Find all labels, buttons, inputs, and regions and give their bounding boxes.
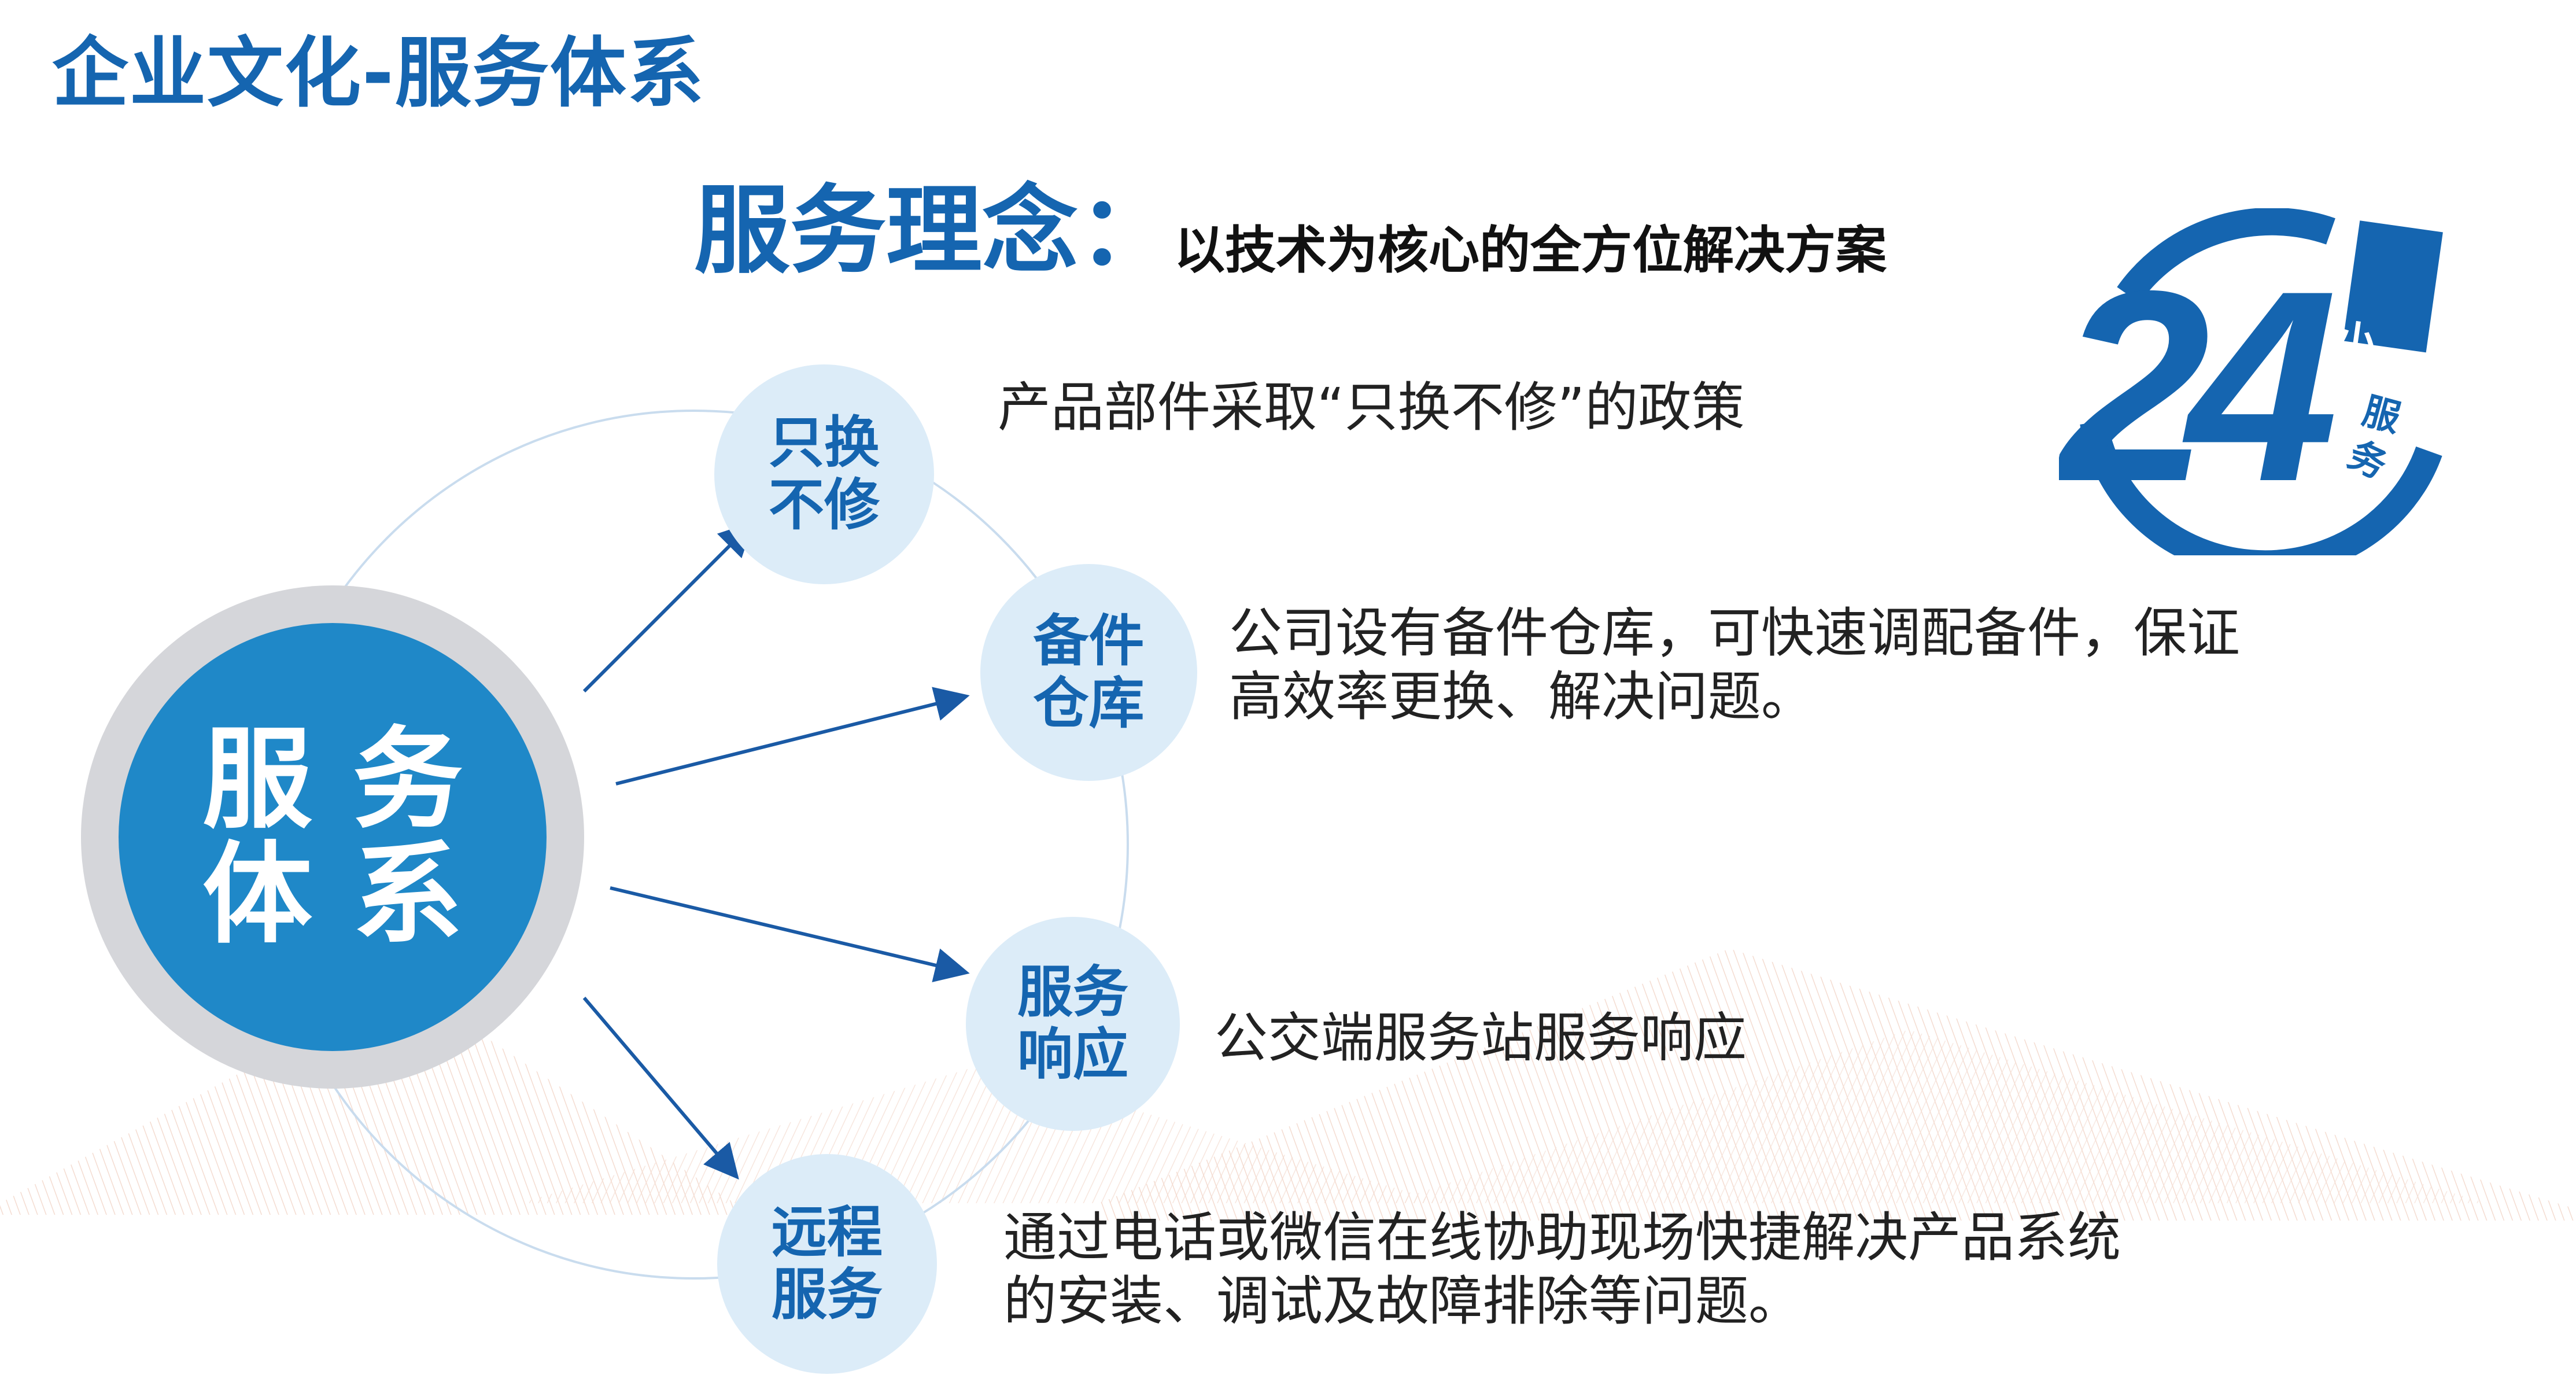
- node-label-line2: 服务: [772, 1262, 883, 1327]
- desc-line1: 公司设有备件仓库，可快速调配备件，保证: [1229, 602, 2241, 664]
- hub-text-line1: 服务: [202, 715, 503, 843]
- 24-hour-badge: 24 小时 服 务: [2059, 208, 2443, 555]
- arrow-to-item-2: [615, 687, 970, 786]
- hub-circle: 服务 体系: [119, 623, 547, 1051]
- node-remote-service: 远程 服务: [717, 1154, 937, 1374]
- item-2-description: 公司设有备件仓库，可快速调配备件，保证 高效率更换、解决问题。: [1229, 602, 2240, 729]
- desc-line2: 高效率更换、解决问题。: [1229, 666, 1815, 728]
- item-4-description: 通过电话或微信在线协助现场快捷解决产品系统 的安装、调试及故障排除等问题。: [1003, 1206, 2121, 1334]
- badge-top-text: 小时: [2319, 316, 2379, 405]
- node-label-line1: 只换: [769, 410, 880, 475]
- desc-line1: 产品部件采取“只换不修”的政策: [998, 377, 1745, 438]
- concept-text: 以技术为核心的全方位解决方案: [1174, 220, 1887, 280]
- desc-line2: 的安装、调试及故障排除等问题。: [1003, 1270, 1802, 1333]
- node-label-line2: 响应: [1017, 1022, 1128, 1087]
- item-1-description: 产品部件采取“只换不修”的政策: [998, 376, 1744, 440]
- item-3-description: 公交端服务站服务响应: [1215, 1007, 1747, 1070]
- arrow-to-item-3: [610, 886, 970, 983]
- desc-line1: 通过电话或微信在线协助现场快捷解决产品系统: [1003, 1207, 2121, 1269]
- hub-text-line2: 体系: [202, 831, 503, 959]
- node-label-line1: 远程: [772, 1200, 883, 1265]
- desc-line1: 公交端服务站服务响应: [1215, 1007, 1747, 1069]
- node-label-line1: 备件: [1033, 608, 1145, 673]
- arrow-to-item-1: [582, 521, 754, 693]
- node-spare-warehouse: 备件 仓库: [980, 564, 1197, 781]
- concept-label: 服务理念：: [694, 175, 1174, 287]
- badge-number: 24: [2059, 234, 2335, 538]
- node-label-line2: 仓库: [1033, 670, 1145, 736]
- node-swap-not-repair: 只换 不修: [714, 364, 934, 584]
- arrow-to-item-4: [582, 997, 739, 1180]
- node-label-line1: 服务: [1017, 960, 1128, 1025]
- page-title: 企业文化-服务体系: [52, 29, 705, 118]
- node-service-response: 服务 响应: [966, 917, 1180, 1131]
- node-label-line2: 不修: [769, 473, 880, 537]
